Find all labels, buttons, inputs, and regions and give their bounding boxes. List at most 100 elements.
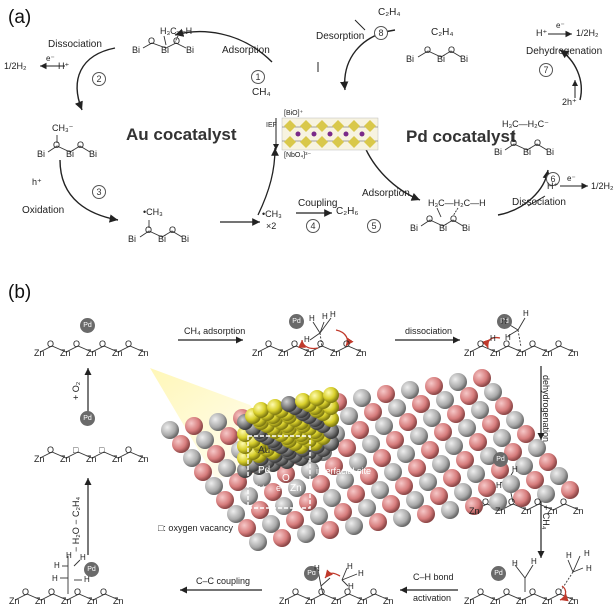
h-hole-left: h⁺ bbox=[32, 177, 42, 187]
o-atom: O bbox=[291, 339, 299, 349]
bi-15: Bi bbox=[546, 147, 555, 157]
o-atom: O bbox=[318, 587, 326, 597]
o-4: O bbox=[77, 140, 85, 150]
o-3: O bbox=[53, 140, 61, 150]
support-atom bbox=[412, 395, 430, 413]
zn-atom: Zn bbox=[495, 506, 506, 516]
support-atom bbox=[299, 493, 317, 511]
o-atom: O bbox=[503, 587, 511, 597]
support-atom bbox=[310, 507, 328, 525]
zn-atom: Zn bbox=[547, 506, 558, 516]
support-atom bbox=[504, 443, 522, 461]
support-atom bbox=[454, 483, 472, 501]
support-atom bbox=[161, 421, 179, 439]
c2h6-label: C₂H₆ bbox=[336, 206, 359, 217]
zn-atom: Zn bbox=[464, 348, 475, 358]
support-atom bbox=[395, 477, 413, 495]
h-atom-f2: H bbox=[54, 561, 60, 570]
half-h2-left: 1/2H₂ bbox=[4, 61, 27, 71]
ch-activation-label-1: C–H bond bbox=[413, 572, 454, 582]
dehydrogenation-label-a: Dehydrogenation bbox=[526, 46, 603, 57]
support-atom bbox=[471, 401, 489, 419]
step-1: 1 bbox=[251, 70, 265, 84]
support-atom bbox=[312, 475, 330, 493]
o-atom: O bbox=[317, 339, 325, 349]
support-atom bbox=[430, 487, 448, 505]
zn-atom: Zn bbox=[9, 596, 20, 606]
h-atom-a2: H bbox=[322, 312, 328, 321]
panel-a-label: (a) bbox=[8, 7, 32, 28]
support-atom bbox=[469, 433, 487, 451]
zn-site-label: Zn bbox=[290, 483, 302, 494]
zn-atom: Zn bbox=[469, 506, 480, 516]
zn-atom: Zn bbox=[521, 506, 532, 516]
o-atom: O bbox=[343, 339, 351, 349]
c2h4-label-top: C₂H₄ bbox=[378, 7, 401, 18]
support-atom bbox=[325, 457, 343, 475]
pd-atom-1: Pd bbox=[80, 318, 95, 333]
zn-atom: Zn bbox=[305, 596, 316, 606]
support-atom bbox=[388, 399, 406, 417]
bi-9: Bi bbox=[181, 234, 190, 244]
h-hole-label-b: h⁺ bbox=[256, 483, 266, 493]
zn-atom: Zn bbox=[138, 454, 149, 464]
o-1: O bbox=[148, 36, 156, 46]
zn-atom: Zn bbox=[357, 596, 368, 606]
support-atom bbox=[506, 411, 524, 429]
bi-17: Bi bbox=[439, 223, 448, 233]
zn-atom: Zn bbox=[60, 454, 71, 464]
zn-atom: Zn bbox=[34, 454, 45, 464]
half-h2-right-low: 1/2H₂ bbox=[591, 181, 614, 191]
zn-atom: Zn bbox=[331, 596, 342, 606]
support-atom bbox=[399, 413, 417, 431]
support-atom bbox=[377, 385, 395, 403]
zn-atom: Zn bbox=[330, 348, 341, 358]
bi-3: Bi bbox=[186, 45, 195, 55]
pd-atom-2: Pd bbox=[289, 314, 304, 329]
o-atom: O bbox=[100, 587, 108, 597]
h-atom-d4: H bbox=[531, 557, 537, 566]
support-atom bbox=[358, 499, 376, 517]
h-atom-e4: H bbox=[314, 564, 320, 573]
support-atom bbox=[513, 489, 531, 507]
o-atom: O bbox=[529, 339, 537, 349]
support-atom bbox=[196, 431, 214, 449]
support-atom bbox=[467, 465, 485, 483]
o-atom: O bbox=[503, 339, 511, 349]
h-atom-d2: H bbox=[566, 551, 572, 560]
support-atom bbox=[207, 445, 225, 463]
au-pd-cluster bbox=[237, 387, 339, 478]
h-plus-right-low: H⁺ bbox=[547, 181, 559, 191]
step-6: 6 bbox=[546, 172, 560, 186]
support-atom bbox=[218, 459, 236, 477]
support-atom bbox=[406, 491, 424, 509]
support-atom bbox=[382, 495, 400, 513]
support-atom bbox=[347, 485, 365, 503]
ch3-h-label: H₃C—H bbox=[160, 26, 193, 36]
o-atom: O bbox=[555, 587, 563, 597]
h-atom-d5: H bbox=[512, 559, 518, 568]
support-atom bbox=[517, 425, 535, 443]
bi-2: Bi bbox=[161, 45, 170, 55]
bi-11: Bi bbox=[437, 54, 446, 64]
support-atom bbox=[286, 511, 304, 529]
au-layer-label: Au bbox=[258, 445, 271, 456]
ch-activation-label-2: activation bbox=[413, 593, 452, 603]
h-atom-b1: H bbox=[523, 309, 529, 318]
support-atom bbox=[340, 407, 358, 425]
bi-10: Bi bbox=[406, 54, 415, 64]
h-atom-e1: H bbox=[347, 562, 353, 571]
bi-14: Bi bbox=[523, 147, 532, 157]
pd-atom-sphere bbox=[281, 396, 297, 412]
zn-atom: Zn bbox=[35, 596, 46, 606]
o-atom: O bbox=[555, 339, 563, 349]
zn-atom: Zn bbox=[113, 596, 124, 606]
support-atom bbox=[537, 485, 555, 503]
zn-atom: Zn bbox=[383, 596, 394, 606]
support-atom bbox=[262, 515, 280, 533]
step-2: 2 bbox=[92, 72, 106, 86]
zn-atom: Zn bbox=[568, 348, 579, 358]
o-6: O bbox=[169, 225, 177, 235]
support-atom bbox=[172, 435, 190, 453]
